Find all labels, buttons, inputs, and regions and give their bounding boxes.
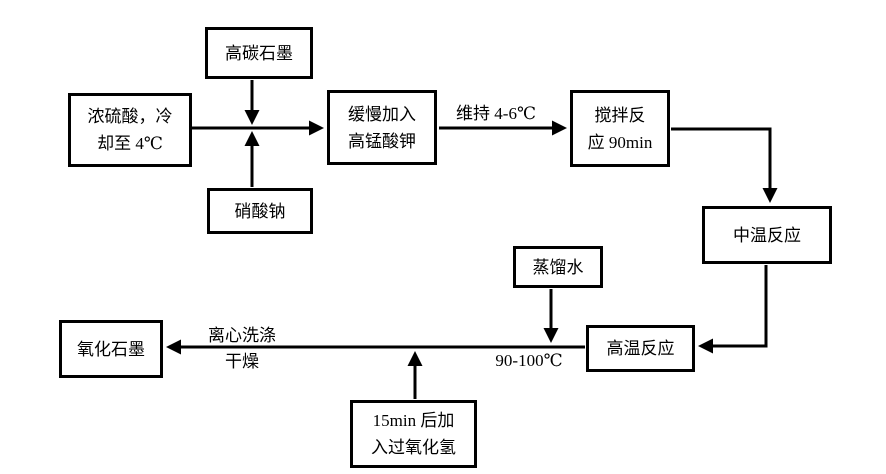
node-label: 硝酸钠 <box>234 201 286 221</box>
edge-label-maintain-4-6c: 维持 4-6℃ <box>456 104 536 123</box>
node-label-line2: 却至 4℃ <box>97 134 163 153</box>
node-label-line2: 入过氧化氢 <box>371 438 456 457</box>
node-add-hydrogen-peroxide: 15min 后加入过氧化氢 <box>350 400 477 468</box>
edge-label-line2: 干燥 <box>225 352 259 371</box>
node-graphite-oxide: 氧化石墨 <box>59 320 163 378</box>
node-sodium-nitrate: 硝酸钠 <box>207 188 313 234</box>
node-label: 中温反应 <box>733 225 801 245</box>
node-high-carbon-graphite: 高碳石墨 <box>205 27 313 79</box>
node-label: 高碳石墨 <box>225 43 293 63</box>
node-distilled-water: 蒸馏水 <box>513 246 603 288</box>
node-label: 搅拌反应 90min <box>588 102 653 156</box>
node-concentrated-sulfuric-acid: 浓硫酸，冷却至 4℃ <box>68 93 192 167</box>
node-medium-temperature-reaction: 中温反应 <box>702 206 832 264</box>
node-add-potassium-permanganate: 缓慢加入高锰酸钾 <box>327 90 437 165</box>
edge-label-line1: 离心洗涤 <box>208 326 276 345</box>
node-label-line1: 搅拌反 <box>594 105 646 125</box>
arrow-stir-to-medium <box>671 127 778 203</box>
node-label: 15min 后加入过氧化氢 <box>371 407 456 461</box>
node-label: 高温反应 <box>606 339 675 358</box>
node-label-line2: 应 90min <box>587 132 653 152</box>
node-label: 氧化石墨 <box>77 339 145 359</box>
node-high-temperature-reaction: 高温反应 <box>586 325 695 372</box>
node-label-line2: 高锰酸钾 <box>348 131 416 151</box>
node-label-line1: 浓硫酸，冷 <box>87 107 173 126</box>
node-stir-reaction-90min: 搅拌反应 90min <box>570 90 670 167</box>
node-label: 浓硫酸，冷却至 4℃ <box>88 103 173 157</box>
edge-label-90-100c: 90-100℃ <box>495 351 563 370</box>
node-label-line1: 15min 后加 <box>372 411 455 430</box>
node-label: 蒸馏水 <box>532 257 584 277</box>
node-label-line1: 缓慢加入 <box>348 104 416 124</box>
edge-label-centrifuge-wash-dry: 离心洗涤 干燥 <box>196 323 288 375</box>
node-label: 缓慢加入高锰酸钾 <box>348 101 416 155</box>
arrow-medium-to-high <box>698 265 768 354</box>
